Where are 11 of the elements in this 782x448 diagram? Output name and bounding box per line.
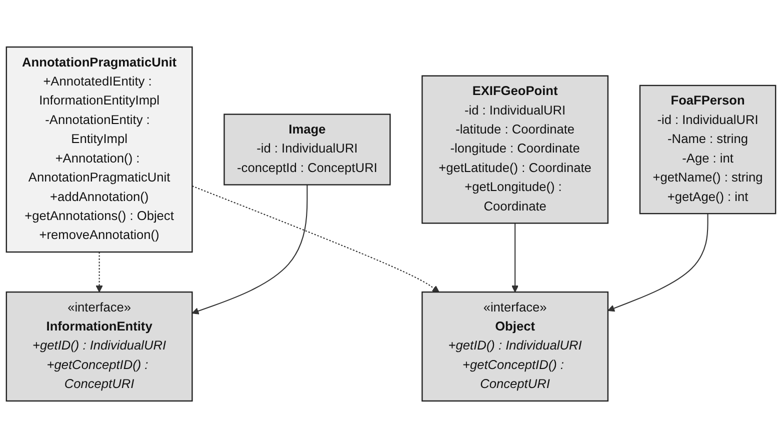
node-box: «interface» Object +getID() : IndividualURI +getConceptID() : ConceptURI — [422, 291, 609, 402]
arrow — [608, 214, 708, 312]
node-box: «interface» InformationEntity +getID() : IndividualURI +getConceptID() : ConceptURI — [6, 291, 193, 402]
node-box: FoaFPerson -id : IndividualURI -Name : string -Age : int +getName() : string +getAge() : int — [639, 84, 776, 214]
node-box: AnnotationPragmaticUnit +AnnotatedIEntity : InformationEntityImpl -AnnotationEntity : EntityImpl +Annotation() : AnnotationPragmaticUnit +addAnnotation() +getAnnotations() : Object +removeAnnotation() — [6, 46, 193, 253]
arrow — [96, 252, 103, 292]
arrow — [192, 184, 308, 314]
node-box: Image -id : IndividualURI -conceptId : ConceptURI — [224, 114, 391, 186]
arrow — [192, 186, 440, 292]
arrow — [512, 223, 519, 292]
node-box: EXIFGeoPoint -id : IndividualURI -latitude : Coordinate -longitude : Coordinate +getLatitude() : Coordinate +getLongitude() : Coordinate — [422, 75, 609, 224]
